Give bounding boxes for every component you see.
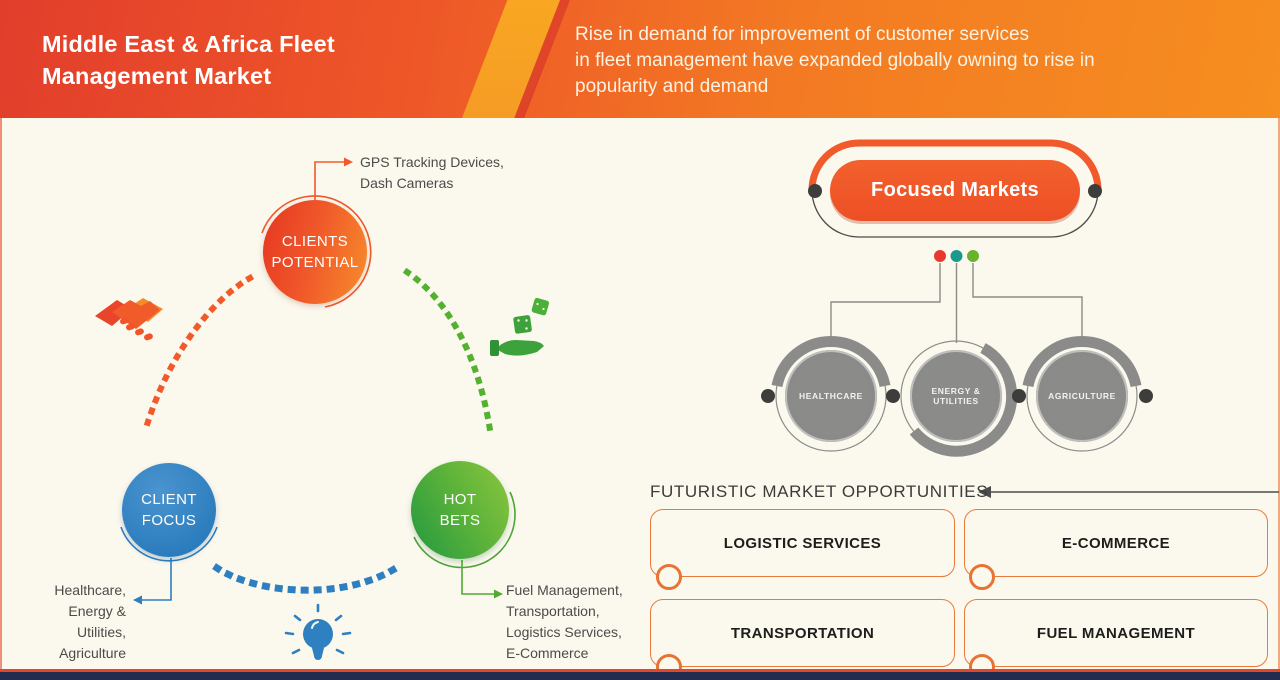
bets-note: Fuel Management, Transportation, Logisti… <box>506 582 623 661</box>
opportunity-logistic-services: LOGISTIC SERVICES <box>650 509 955 577</box>
focus-note: Healthcare, Energy & Utilities, Agricult… <box>54 582 126 661</box>
client-focus-node: CLIENT FOCUS <box>122 463 216 557</box>
clients-potential-node: CLIENTS POTENTIAL <box>263 200 367 304</box>
focused-markets-pill: Focused Markets <box>830 160 1080 221</box>
page-title: Middle East & Africa Fleet Management Ma… <box>42 28 402 93</box>
segment-agriculture: AGRICULTURE <box>1036 350 1128 442</box>
page-title-line2: Management Market <box>42 63 272 90</box>
hot-bets-node: HOT BETS <box>411 461 509 559</box>
opportunity-fuel-management: FUEL MANAGEMENT <box>964 599 1268 667</box>
page-title-line1: Middle East & Africa Fleet <box>42 31 335 57</box>
gps-note: GPS Tracking Devices, Dash Cameras <box>360 154 504 191</box>
segment-energy-utilities: ENERGY & UTILITIES <box>910 350 1002 442</box>
opportunity-corner-dot-icon <box>969 564 995 590</box>
opportunity-transportation: TRANSPORTATION <box>650 599 955 667</box>
opportunities-heading: FUTURISTIC MARKET OPPORTUNITIES <box>650 482 989 501</box>
opportunity-e-commerce: E-COMMERCE <box>964 509 1268 577</box>
bottom-red-line <box>0 669 1280 672</box>
opportunity-corner-dot-icon <box>656 564 682 590</box>
segment-healthcare: HEALTHCARE <box>785 350 877 442</box>
page-subtitle: Rise in demand for improvement of custom… <box>575 24 1095 98</box>
bottom-navy-bar <box>0 672 1280 680</box>
header-banner: Middle East & Africa Fleet Management Ma… <box>0 0 1280 118</box>
